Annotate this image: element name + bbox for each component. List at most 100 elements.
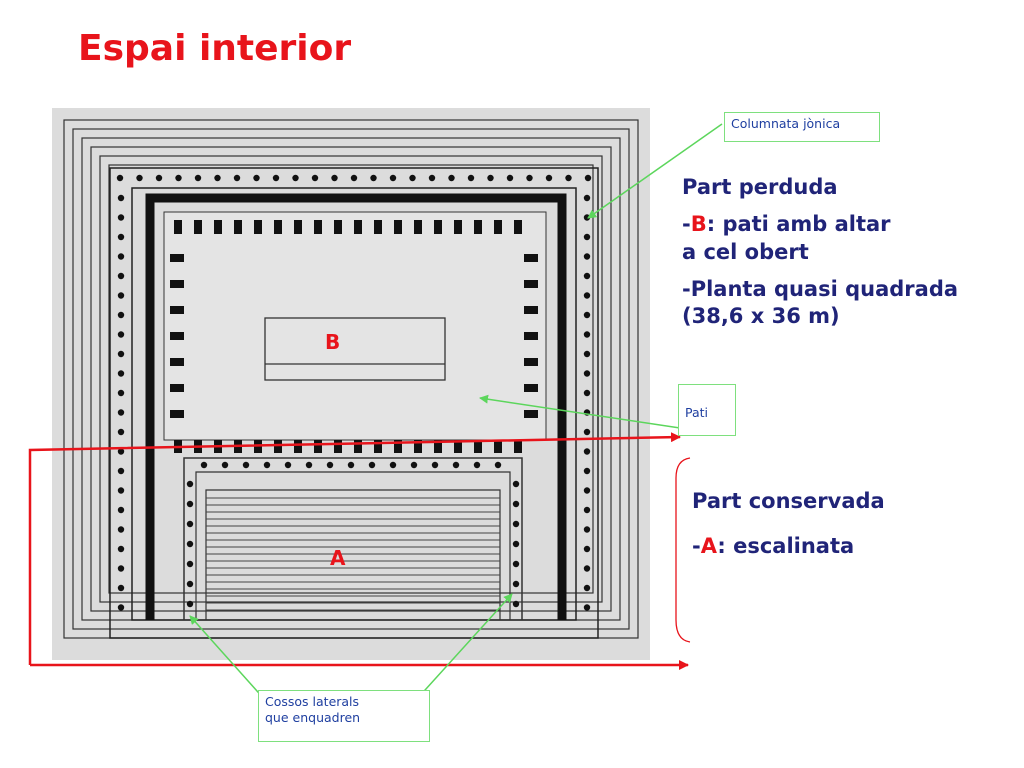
column-dot	[584, 174, 592, 182]
column-dot	[186, 480, 194, 488]
column-dot	[186, 560, 194, 568]
column-dot	[410, 461, 418, 469]
column-dot	[117, 506, 125, 514]
part-conservada-a-item: -A: escalinata	[692, 533, 1012, 560]
court-pier	[374, 440, 382, 453]
court-pier	[214, 220, 222, 234]
court-pier	[170, 410, 184, 418]
leader-cossos-right	[415, 593, 513, 701]
part-perduda-heading: Part perduda	[682, 175, 838, 199]
column-dot	[117, 311, 125, 319]
column-dot	[214, 174, 221, 182]
court-area	[163, 211, 547, 441]
column-dot	[368, 461, 376, 469]
colonnade-inner-line	[131, 187, 577, 621]
column-dot	[117, 389, 125, 397]
colonnade-outer-line	[109, 167, 599, 639]
outer-step-line	[90, 146, 612, 612]
outer-step-line	[99, 155, 603, 603]
court-pier	[234, 220, 242, 234]
court-pier	[434, 220, 442, 234]
page-title: Espai interior	[78, 28, 352, 69]
column-dot	[583, 506, 591, 514]
column-dot	[506, 174, 514, 182]
column-dot	[583, 604, 591, 611]
column-dot	[272, 174, 280, 182]
column-dot	[583, 272, 591, 280]
court-pier	[494, 220, 502, 234]
column-dot	[117, 253, 125, 260]
part-conservada-a-text: : escalinata	[717, 534, 855, 559]
court-pier	[524, 410, 538, 418]
court-pier	[254, 220, 262, 234]
column-dot	[583, 487, 591, 494]
cella-wall	[145, 193, 567, 620]
column-dot	[117, 584, 125, 592]
column-dot	[583, 565, 591, 572]
column-dot	[583, 233, 591, 241]
court-pier	[170, 358, 184, 366]
leader-cossos-left	[189, 615, 266, 701]
column-dot	[136, 174, 143, 182]
part-perduda-b-letter: B	[690, 212, 707, 237]
column-dot	[583, 584, 591, 592]
column-dot	[186, 580, 194, 588]
court-pier	[474, 220, 482, 234]
column-dot	[350, 174, 358, 182]
column-dot	[186, 540, 194, 548]
column-dot	[117, 292, 125, 299]
column-dot	[117, 214, 125, 221]
court-pier	[170, 280, 184, 288]
column-dot	[512, 600, 520, 608]
plan-label-a: A	[330, 546, 346, 570]
column-dot	[117, 233, 125, 241]
column-dot	[117, 448, 125, 455]
column-dot	[117, 467, 125, 475]
column-dot	[347, 461, 355, 469]
column-dot	[512, 500, 520, 508]
column-dot	[583, 331, 591, 338]
court-pier	[174, 220, 182, 234]
altar	[264, 317, 446, 381]
column-dot	[370, 174, 377, 182]
part-perduda-planta-item: -Planta quasi quadrada(38,6 x 36 m)	[682, 276, 1018, 331]
column-dot	[583, 467, 591, 475]
column-dot	[117, 428, 125, 436]
column-dot	[409, 174, 416, 182]
court-pier	[294, 440, 302, 453]
section-b-marker	[28, 432, 681, 665]
part-conservada-heading: Part conservada	[692, 489, 885, 513]
court-pier	[194, 220, 202, 234]
column-dot	[583, 292, 591, 299]
column-dot	[117, 526, 125, 533]
column-dot	[512, 540, 520, 548]
column-dot	[292, 174, 299, 182]
column-dot	[117, 370, 125, 377]
column-dot	[116, 174, 124, 182]
outer-step-line	[108, 164, 594, 594]
court-pier	[394, 440, 402, 453]
column-dot	[117, 545, 125, 553]
part-conservada-a-prefix: -	[692, 534, 701, 559]
column-dot	[473, 461, 481, 469]
court-pier	[414, 220, 422, 234]
court-pier	[454, 220, 462, 234]
column-dot	[583, 428, 591, 436]
callout-cossos-laterals: Cossos laterals que enquadren	[258, 690, 430, 742]
column-dot	[117, 409, 125, 416]
column-dot	[494, 461, 502, 469]
callout-cossos-line1: Cossos laterals	[265, 694, 360, 709]
outer-step-line	[72, 128, 630, 630]
column-dot	[253, 174, 260, 182]
lateral-bodies	[183, 457, 523, 620]
court-pier	[454, 440, 462, 453]
column-dot	[242, 461, 250, 469]
column-dot	[428, 174, 436, 182]
part-perduda-b-line2: a cel obert	[682, 239, 809, 264]
part-perduda-b-prefix: -	[682, 212, 691, 237]
column-dot	[117, 194, 125, 202]
column-dot	[448, 174, 455, 182]
